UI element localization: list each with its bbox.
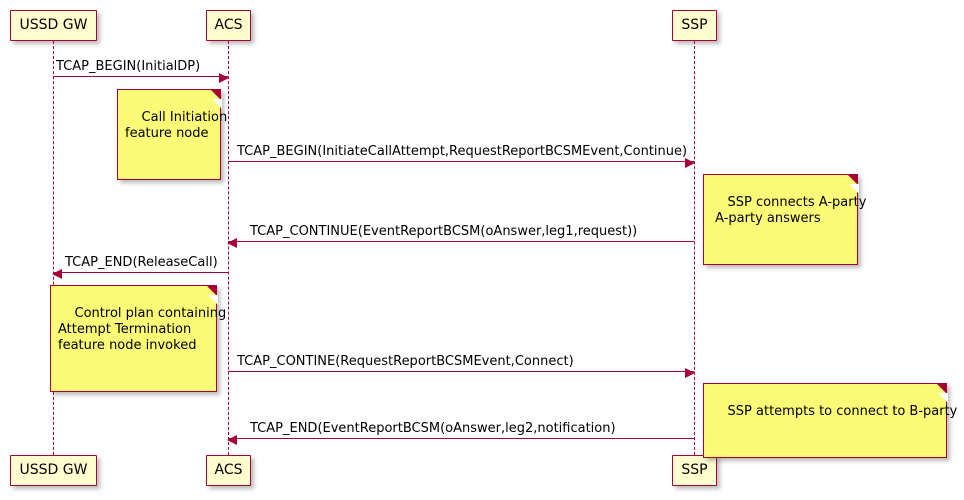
note-fold-icon (206, 285, 218, 305)
arrowhead-left-icon (227, 237, 237, 248)
participant-ussd-gw-bottom[interactable]: USSD GW (10, 455, 97, 486)
participant-ssp-top[interactable]: SSP (672, 10, 717, 41)
note-fold-inner (938, 393, 948, 403)
message-arrow-tcap-continue-event-report-bcsm-leg1 (227, 237, 694, 248)
message-arrow-tcap-begin-initialdp (53, 72, 229, 83)
lifeline-ussd-gw (53, 41, 54, 455)
message-arrow-tcap-end-event-report-bcsm-leg2 (227, 434, 694, 445)
message-label-tcap-end-release-call: TCAP_END(ReleaseCall) (65, 255, 218, 270)
participant-ussd-gw-top[interactable]: USSD GW (10, 10, 97, 41)
message-label-tcap-continue-event-report-bcsm-leg1: TCAP_CONTINUE(EventReportBCSM(oAnswer,le… (250, 224, 638, 239)
note-fold-inner (208, 295, 218, 305)
arrowhead-right-icon (685, 157, 695, 168)
arrowhead-right-icon (685, 367, 695, 378)
note-call-initiation: Call Initiation feature node (117, 89, 227, 180)
participant-ssp-bottom[interactable]: SSP (672, 455, 717, 486)
message-label-tcap-contine-request-report-bcsm-connect: TCAP_CONTINE(RequestReportBCSMEvent,Conn… (237, 354, 574, 369)
participant-acs-top[interactable]: ACS (206, 10, 251, 41)
arrowhead-right-icon (219, 72, 229, 83)
lifeline-acs (228, 41, 229, 455)
arrowhead-left-icon (227, 434, 237, 445)
arrowhead-left-icon (52, 268, 62, 279)
note-fold-icon (210, 89, 222, 109)
message-arrow-tcap-end-release-call (52, 268, 228, 279)
participant-label: USSD GW (19, 462, 88, 478)
participant-label: ACS (214, 462, 243, 478)
lifeline-ssp (694, 41, 695, 455)
message-label-tcap-end-event-report-bcsm-leg2: TCAP_END(EventReportBCSM(oAnswer,leg2,no… (250, 421, 616, 436)
note-text: SSP connects A-party A-party answers (715, 195, 867, 226)
message-arrow-tcap-begin-initiate-call-attempt (228, 157, 695, 168)
note-ssp-connects-a-party: SSP connects A-party A-party answers (703, 174, 866, 265)
note-fold-inner (849, 184, 859, 194)
note-text: Control plan containing Attempt Terminat… (58, 306, 227, 353)
participant-acs-bottom[interactable]: ACS (206, 455, 251, 486)
message-label-tcap-begin-initialdp: TCAP_BEGIN(InitialDP) (56, 59, 201, 74)
participant-label: SSP (681, 17, 708, 33)
note-control-plan-attempt-termination: Control plan containing Attempt Terminat… (50, 285, 226, 392)
note-fold-inner (212, 99, 222, 109)
note-fold-icon (936, 383, 948, 403)
note-text: Call Initiation feature node (125, 110, 228, 141)
note-fold-icon (847, 174, 859, 194)
note-ssp-attempts-connect-b-party: SSP attempts to connect to B-party (703, 383, 957, 458)
participant-label: SSP (681, 462, 708, 478)
note-text: SSP attempts to connect to B-party (727, 404, 958, 419)
participant-label: ACS (214, 17, 243, 33)
participant-label: USSD GW (19, 17, 88, 33)
message-label-tcap-begin-initiate-call-attempt: TCAP_BEGIN(InitiateCallAttempt,RequestRe… (237, 144, 688, 159)
message-arrow-tcap-contine-request-report-bcsm-connect (228, 367, 695, 378)
